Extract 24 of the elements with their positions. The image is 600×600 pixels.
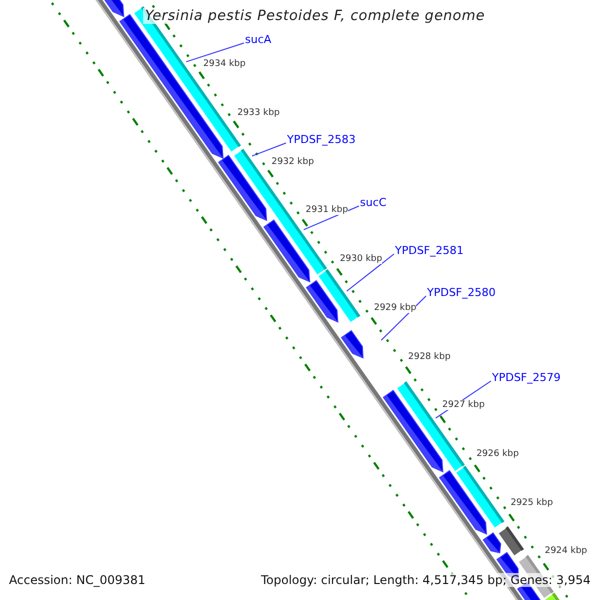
- gene-label: YPDSF_2579: [492, 371, 561, 384]
- scale-label: 2927 kbp: [442, 400, 485, 410]
- scale-label: 2926 kbp: [476, 448, 519, 459]
- gene-label: YPDSF_2581: [395, 244, 464, 257]
- gene-label: YPDSF_2583: [287, 133, 356, 146]
- scale-label: 2930 kbp: [340, 254, 382, 264]
- scale-label: 2925 kbp: [510, 498, 553, 508]
- leader-line: [346, 254, 394, 292]
- gene-label: sucA: [245, 33, 272, 46]
- genome-stats-text: Topology: circular; Length: 4,517,345 bp; Genes: 3,954: [261, 573, 591, 587]
- scale-label: 2932 kbp: [272, 156, 314, 167]
- leader-line: [186, 42, 244, 62]
- gene-label: YPDSF_2580: [427, 286, 496, 299]
- accession-text: Accession: NC_009381: [9, 573, 146, 587]
- leader-line: [380, 296, 426, 341]
- scale-label: 2924 kbp: [544, 546, 588, 556]
- scale-label: 2933 kbp: [237, 108, 280, 118]
- scale-label: 2934 kbp: [203, 59, 246, 70]
- leader-line: [252, 142, 286, 156]
- scale-label: 2929 kbp: [374, 302, 416, 313]
- gene-label: sucC: [360, 196, 386, 209]
- map-title: Yersinia pestis Pestoides F, complete genome: [143, 8, 487, 24]
- scale-label: 2931 kbp: [306, 205, 348, 216]
- scale-label: 2928 kbp: [408, 352, 451, 362]
